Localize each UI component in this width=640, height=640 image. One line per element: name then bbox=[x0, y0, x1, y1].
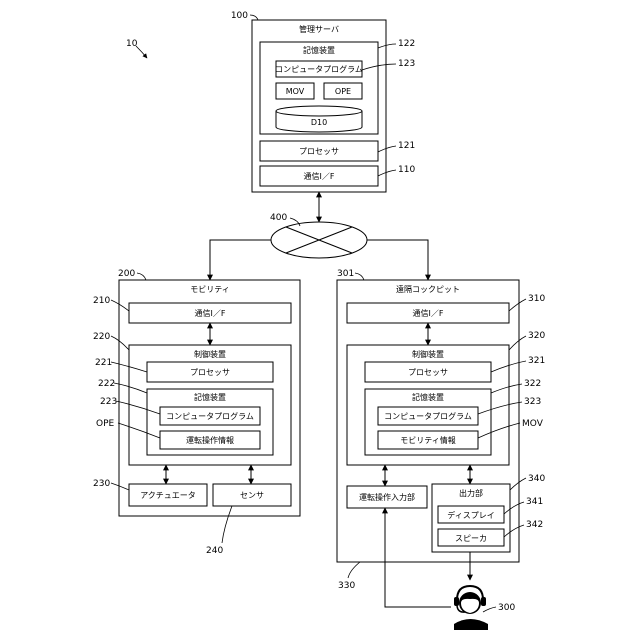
cockpit-comm-ref: 310 bbox=[528, 294, 545, 304]
server-ope-label: OPE bbox=[335, 87, 351, 96]
mobility-info-label: 運転操作情報 bbox=[186, 435, 234, 445]
mobility-control-ref: 220 bbox=[93, 332, 110, 342]
management-server: 100 管理サーバ 記憶装置 122 コンピュータプログラム 123 MOV O… bbox=[231, 11, 416, 192]
server-storage-label: 記憶装置 bbox=[303, 45, 335, 55]
display-label: ディスプレイ bbox=[447, 510, 494, 520]
cockpit-control-label: 制御装置 bbox=[412, 349, 444, 359]
output-ref: 340 bbox=[528, 474, 545, 484]
display-ref: 341 bbox=[526, 497, 543, 507]
speaker-ref: 342 bbox=[526, 520, 543, 530]
server-title: 管理サーバ bbox=[299, 24, 339, 34]
server-ref: 100 bbox=[231, 11, 248, 21]
mobility-leader bbox=[137, 273, 146, 280]
server-processor-ref: 121 bbox=[398, 141, 415, 151]
figure-ref-arrow bbox=[136, 46, 147, 58]
server-program-label: コンピュータプログラム bbox=[275, 64, 363, 74]
mobility: 200 モビリティ 通信I／F 210 制御装置 220 プロセッサ 221 記… bbox=[93, 269, 300, 556]
server-comm-ref: 110 bbox=[398, 165, 415, 175]
mobility-ref: 200 bbox=[118, 269, 135, 279]
mobility-processor-ref: 221 bbox=[95, 358, 112, 368]
cockpit-storage-label: 記憶装置 bbox=[412, 392, 444, 402]
server-storage-ref: 122 bbox=[398, 39, 415, 49]
figure-ref-label: 10 bbox=[126, 39, 138, 49]
server-leader bbox=[250, 15, 258, 20]
mobility-program-ref: 223 bbox=[100, 397, 117, 407]
operator-leader bbox=[483, 607, 496, 612]
operator-headset-icon bbox=[454, 586, 488, 630]
cockpit-ref: 301 bbox=[337, 269, 354, 279]
cockpit-comm-label: 通信I／F bbox=[413, 308, 444, 318]
network-ref: 400 bbox=[270, 213, 287, 223]
mobility-storage-ref: 222 bbox=[98, 379, 115, 389]
mobility-control-label: 制御装置 bbox=[194, 349, 226, 359]
speaker-label: スピーカ bbox=[455, 534, 487, 543]
server-mov-label: MOV bbox=[286, 87, 305, 96]
cockpit-title: 遠隔コックピット bbox=[396, 284, 460, 294]
cockpit-storage-ref: 322 bbox=[524, 379, 541, 389]
cockpit-info-label: モビリティ情報 bbox=[400, 435, 456, 445]
cockpit-program-label: コンピュータプログラム bbox=[384, 411, 472, 421]
cockpit-program-ref: 323 bbox=[524, 397, 541, 407]
mobility-comm-ref: 210 bbox=[93, 296, 110, 306]
mobility-info-ref: OPE bbox=[96, 419, 115, 429]
cockpit-control-ref: 320 bbox=[528, 331, 545, 341]
network-cockpit-link bbox=[367, 240, 428, 280]
mobility-program-label: コンピュータプログラム bbox=[166, 411, 254, 421]
operator-ref: 300 bbox=[498, 603, 515, 613]
actuator-label: アクチュエータ bbox=[140, 491, 196, 500]
mobility-processor-label: プロセッサ bbox=[190, 368, 230, 377]
cockpit-processor-ref: 321 bbox=[528, 356, 545, 366]
cockpit-info-ref: MOV bbox=[522, 419, 544, 429]
input-leader bbox=[348, 562, 360, 578]
server-comm-label: 通信I／F bbox=[304, 171, 335, 181]
input-ref: 330 bbox=[338, 581, 355, 591]
cockpit-leader bbox=[355, 273, 364, 280]
server-processor-label: プロセッサ bbox=[299, 147, 339, 156]
server-db-label: D10 bbox=[311, 118, 327, 127]
sensor-ref: 240 bbox=[206, 546, 223, 556]
output-label: 出力部 bbox=[459, 488, 483, 498]
remote-cockpit: 301 遠隔コックピット 通信I／F 310 制御装置 320 プロセッサ 32… bbox=[337, 269, 545, 591]
network-mobility-link bbox=[210, 240, 271, 280]
input-label: 運転操作入力部 bbox=[359, 492, 415, 502]
server-program-ref: 123 bbox=[398, 59, 415, 69]
mobility-comm-label: 通信I／F bbox=[195, 308, 226, 318]
sensor-label: センサ bbox=[240, 491, 264, 500]
cockpit-processor-label: プロセッサ bbox=[408, 368, 448, 377]
network-node bbox=[271, 222, 367, 258]
actuator-ref: 230 bbox=[93, 479, 110, 489]
mobility-storage-label: 記憶装置 bbox=[194, 392, 226, 402]
mobility-title: モビリティ bbox=[190, 285, 230, 294]
